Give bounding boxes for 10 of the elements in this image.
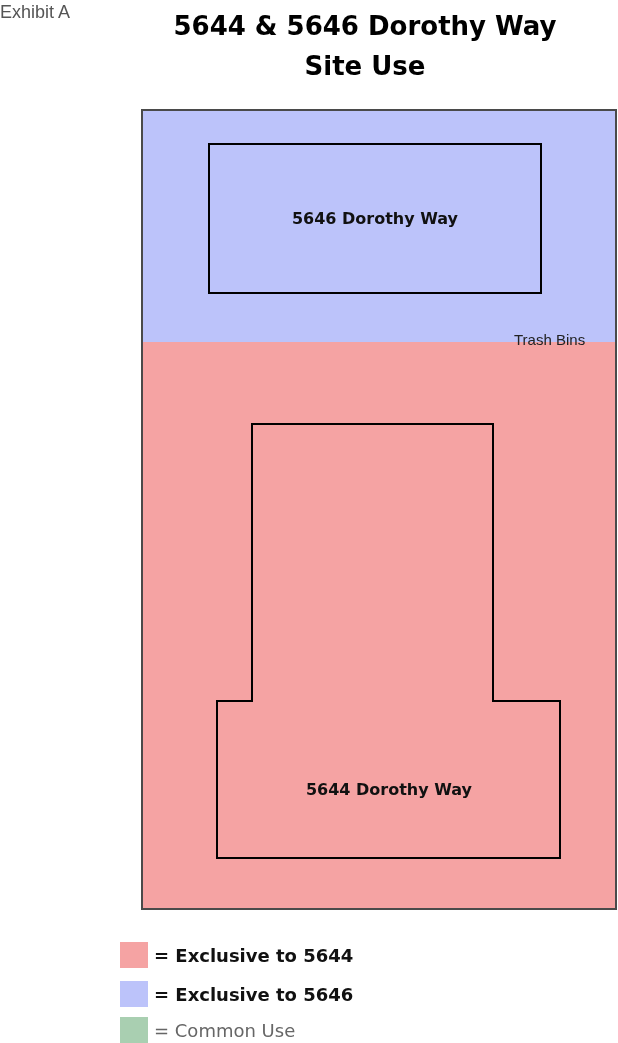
exhibit-label: Exhibit A xyxy=(0,2,71,23)
building-footprint xyxy=(217,424,561,859)
area-label: Trash Bins xyxy=(514,331,586,348)
building-footprint xyxy=(208,143,542,294)
building-label: 5644 Dorothy Way xyxy=(305,780,473,799)
legend-text: = Exclusive to 5646 xyxy=(154,983,354,1005)
building-label: 5646 Dorothy Way xyxy=(291,209,459,228)
legend-text: = Common Use xyxy=(154,1019,296,1041)
legend-text: = Exclusive to 5644 xyxy=(154,944,354,966)
diagram-title: 5644 & 5646 Dorothy Way Site Use xyxy=(172,10,558,83)
